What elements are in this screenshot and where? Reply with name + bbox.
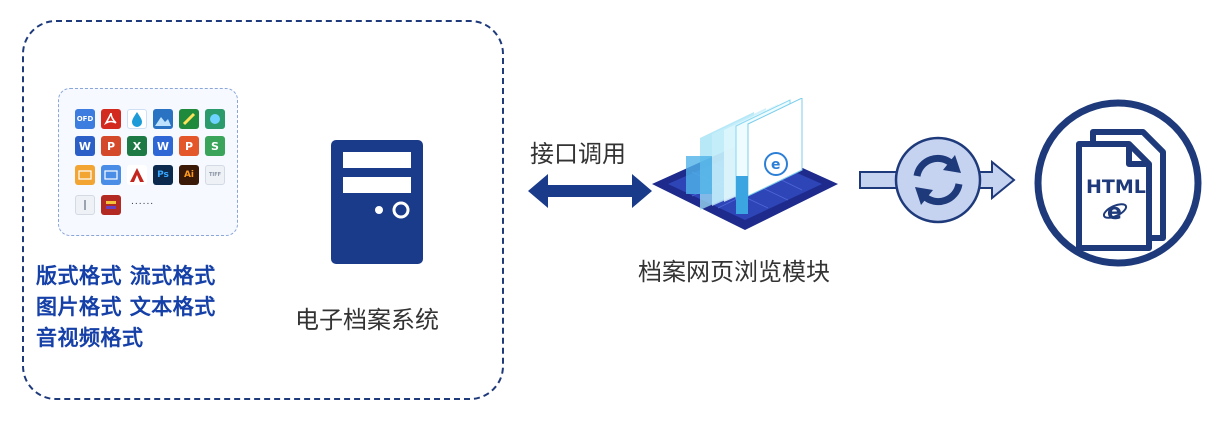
html-label: HTML xyxy=(1086,176,1146,198)
svg-text:e: e xyxy=(1107,200,1122,224)
text-file-icon xyxy=(75,195,95,215)
format-line-2: 图片格式 文本格式 xyxy=(36,295,216,319)
powerpoint-icon: P xyxy=(101,136,121,156)
svg-text:e: e xyxy=(771,157,781,173)
wps-writer-icon: W xyxy=(153,136,173,156)
interface-label: 接口调用 xyxy=(530,140,626,168)
bidirectional-arrow xyxy=(528,172,652,214)
ie-icon: e xyxy=(1102,198,1128,228)
system-label: 电子档案系统 xyxy=(295,306,439,334)
green-s-icon xyxy=(179,109,199,129)
excel-icon: X xyxy=(127,136,147,156)
pdf-icon xyxy=(101,109,121,129)
more-ellipsis: ...... xyxy=(131,197,155,207)
image-file-icon xyxy=(75,165,95,185)
web-module-illustration: e xyxy=(652,97,838,234)
format-line-1: 版式格式 流式格式 xyxy=(36,264,216,288)
illustrator-icon: Ai xyxy=(179,165,199,185)
html-document-icon xyxy=(1033,98,1203,272)
module-label: 档案网页浏览模块 xyxy=(638,258,830,286)
ofd-icon: OFD xyxy=(75,109,95,129)
server-icon xyxy=(331,140,423,268)
wps-presentation-icon: P xyxy=(179,136,199,156)
wps-spreadsheet-icon: S xyxy=(205,136,225,156)
format-line-3: 音视频格式 xyxy=(36,326,144,350)
word-icon: W xyxy=(75,136,95,156)
image-mountain-icon xyxy=(153,109,173,129)
conversion-arrow xyxy=(858,130,1018,234)
drop-icon xyxy=(127,109,147,129)
tiff-icon: TIFF xyxy=(205,165,225,185)
archive-icon xyxy=(101,195,121,215)
refresh-icon xyxy=(903,145,973,219)
photoshop-icon: Ps xyxy=(153,165,173,185)
autocad-icon xyxy=(127,165,147,185)
map-icon xyxy=(205,109,225,129)
file-format-icon-panel: OFD W P X W P S Ps Ai TIFF ...... xyxy=(58,88,238,236)
picture-file-icon xyxy=(101,165,121,185)
